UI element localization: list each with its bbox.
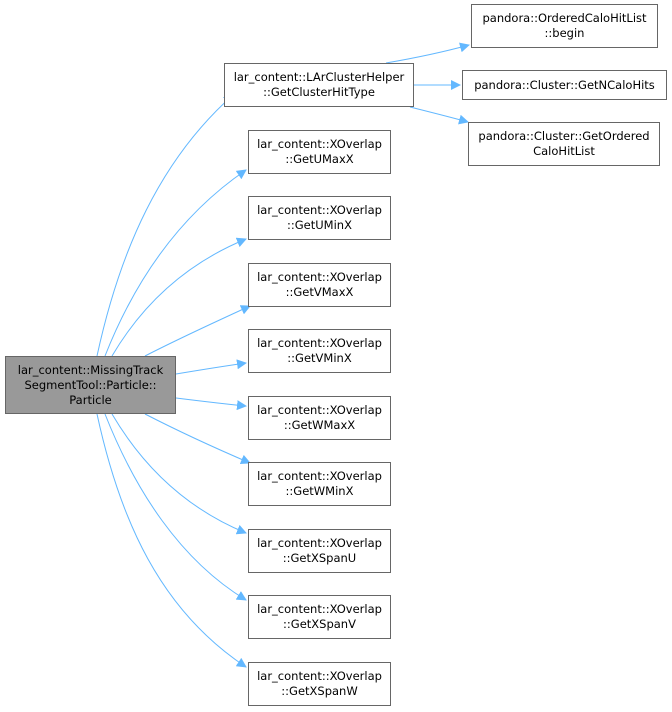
node-label-line: ::GetWMinX	[285, 484, 354, 498]
node-label-line: pandora::Cluster::GetOrdered	[478, 129, 650, 143]
node-label-line: lar_content::XOverlap	[257, 270, 382, 284]
edge-to-getuminx	[111, 237, 247, 357]
node-label-line: ::GetUMinX	[287, 218, 352, 232]
node-missing-track-segment-tool-particle[interactable]: lar_content::MissingTrack SegmentTool::P…	[5, 356, 176, 414]
edge-to-getvminx	[175, 359, 247, 375]
node-label-line: ::GetUMaxX	[285, 152, 354, 166]
node-label-line: lar_content::XOverlap	[257, 137, 382, 151]
node-xoverlap-getuminx[interactable]: lar_content::XOverlap ::GetUMinX	[248, 196, 391, 240]
node-label-line: lar_content::XOverlap	[257, 602, 382, 616]
node-label-line: SegmentTool::Particle::	[24, 377, 157, 392]
node-label-line: ::GetClusterHitType	[263, 85, 375, 99]
node-label-line: lar_content::XOverlap	[257, 336, 382, 350]
node-xoverlap-getumaxx[interactable]: lar_content::XOverlap ::GetUMaxX	[248, 130, 391, 174]
node-xoverlap-getwmaxx[interactable]: lar_content::XOverlap ::GetWMaxX	[248, 396, 391, 440]
edge-to-getxspanu	[111, 413, 247, 535]
node-xoverlap-getxspanv[interactable]: lar_content::XOverlap ::GetXSpanV	[248, 595, 391, 639]
node-label-line: lar_content::LArClusterHelper	[233, 70, 405, 84]
node-label-line: ::begin	[544, 26, 585, 40]
node-label-line: ::GetVMaxX	[285, 285, 354, 299]
edge-to-getvmaxx	[144, 305, 251, 357]
node-label-line: ::GetXSpanV	[283, 617, 356, 631]
node-label-line: pandora::Cluster::GetNCaloHits	[474, 77, 655, 92]
node-larclusterhelper-getclusterhittype[interactable]: lar_content::LArClusterHelper ::GetClust…	[224, 63, 414, 107]
node-label-line: lar_content::XOverlap	[257, 403, 382, 417]
node-xoverlap-getxspanw[interactable]: lar_content::XOverlap ::GetXSpanW	[248, 662, 391, 706]
node-label-line: pandora::OrderedCaloHitList	[482, 11, 647, 25]
node-xoverlap-getvminx[interactable]: lar_content::XOverlap ::GetVMinX	[248, 329, 391, 373]
node-pandora-cluster-getorderedcalohitlist[interactable]: pandora::Cluster::GetOrdered CaloHitList	[468, 122, 660, 166]
node-label-line: lar_content::XOverlap	[257, 469, 382, 483]
node-label-line: ::GetXSpanU	[282, 551, 357, 565]
edge-to-getumaxx	[104, 169, 247, 357]
node-label-line: lar_content::MissingTrack	[17, 362, 164, 377]
node-pandora-cluster-getncalohits[interactable]: pandora::Cluster::GetNCaloHits	[462, 70, 667, 100]
node-xoverlap-getxspanu[interactable]: lar_content::XOverlap ::GetXSpanU	[248, 529, 391, 573]
node-xoverlap-getwminx[interactable]: lar_content::XOverlap ::GetWMinX	[248, 462, 391, 506]
edge-to-getorderedcalohitlist	[409, 106, 469, 125]
node-label-line: CaloHitList	[533, 144, 595, 158]
node-xoverlap-getvmaxx[interactable]: lar_content::XOverlap ::GetVMaxX	[248, 263, 391, 307]
edge-to-getxspanw	[96, 413, 247, 668]
node-pandora-orderedcalohitlist-begin[interactable]: pandora::OrderedCaloHitList ::begin	[471, 4, 658, 48]
node-label-line: lar_content::XOverlap	[257, 203, 382, 217]
node-label-line: ::GetVMinX	[287, 351, 352, 365]
node-label-line: lar_content::XOverlap	[257, 669, 382, 683]
edge-to-getwminx	[144, 413, 251, 465]
node-label-line: ::GetWMaxX	[283, 418, 356, 432]
edge-to-getwmaxx	[175, 397, 247, 411]
edge-to-getxspanv	[104, 413, 247, 601]
edge-to-getclusterhittype	[96, 94, 234, 357]
node-label-line: Particle	[69, 392, 112, 407]
edge-to-orderedcalohitlist-begin	[385, 42, 470, 64]
node-label-line: ::GetXSpanW	[281, 684, 358, 698]
node-label-line: lar_content::XOverlap	[257, 536, 382, 550]
